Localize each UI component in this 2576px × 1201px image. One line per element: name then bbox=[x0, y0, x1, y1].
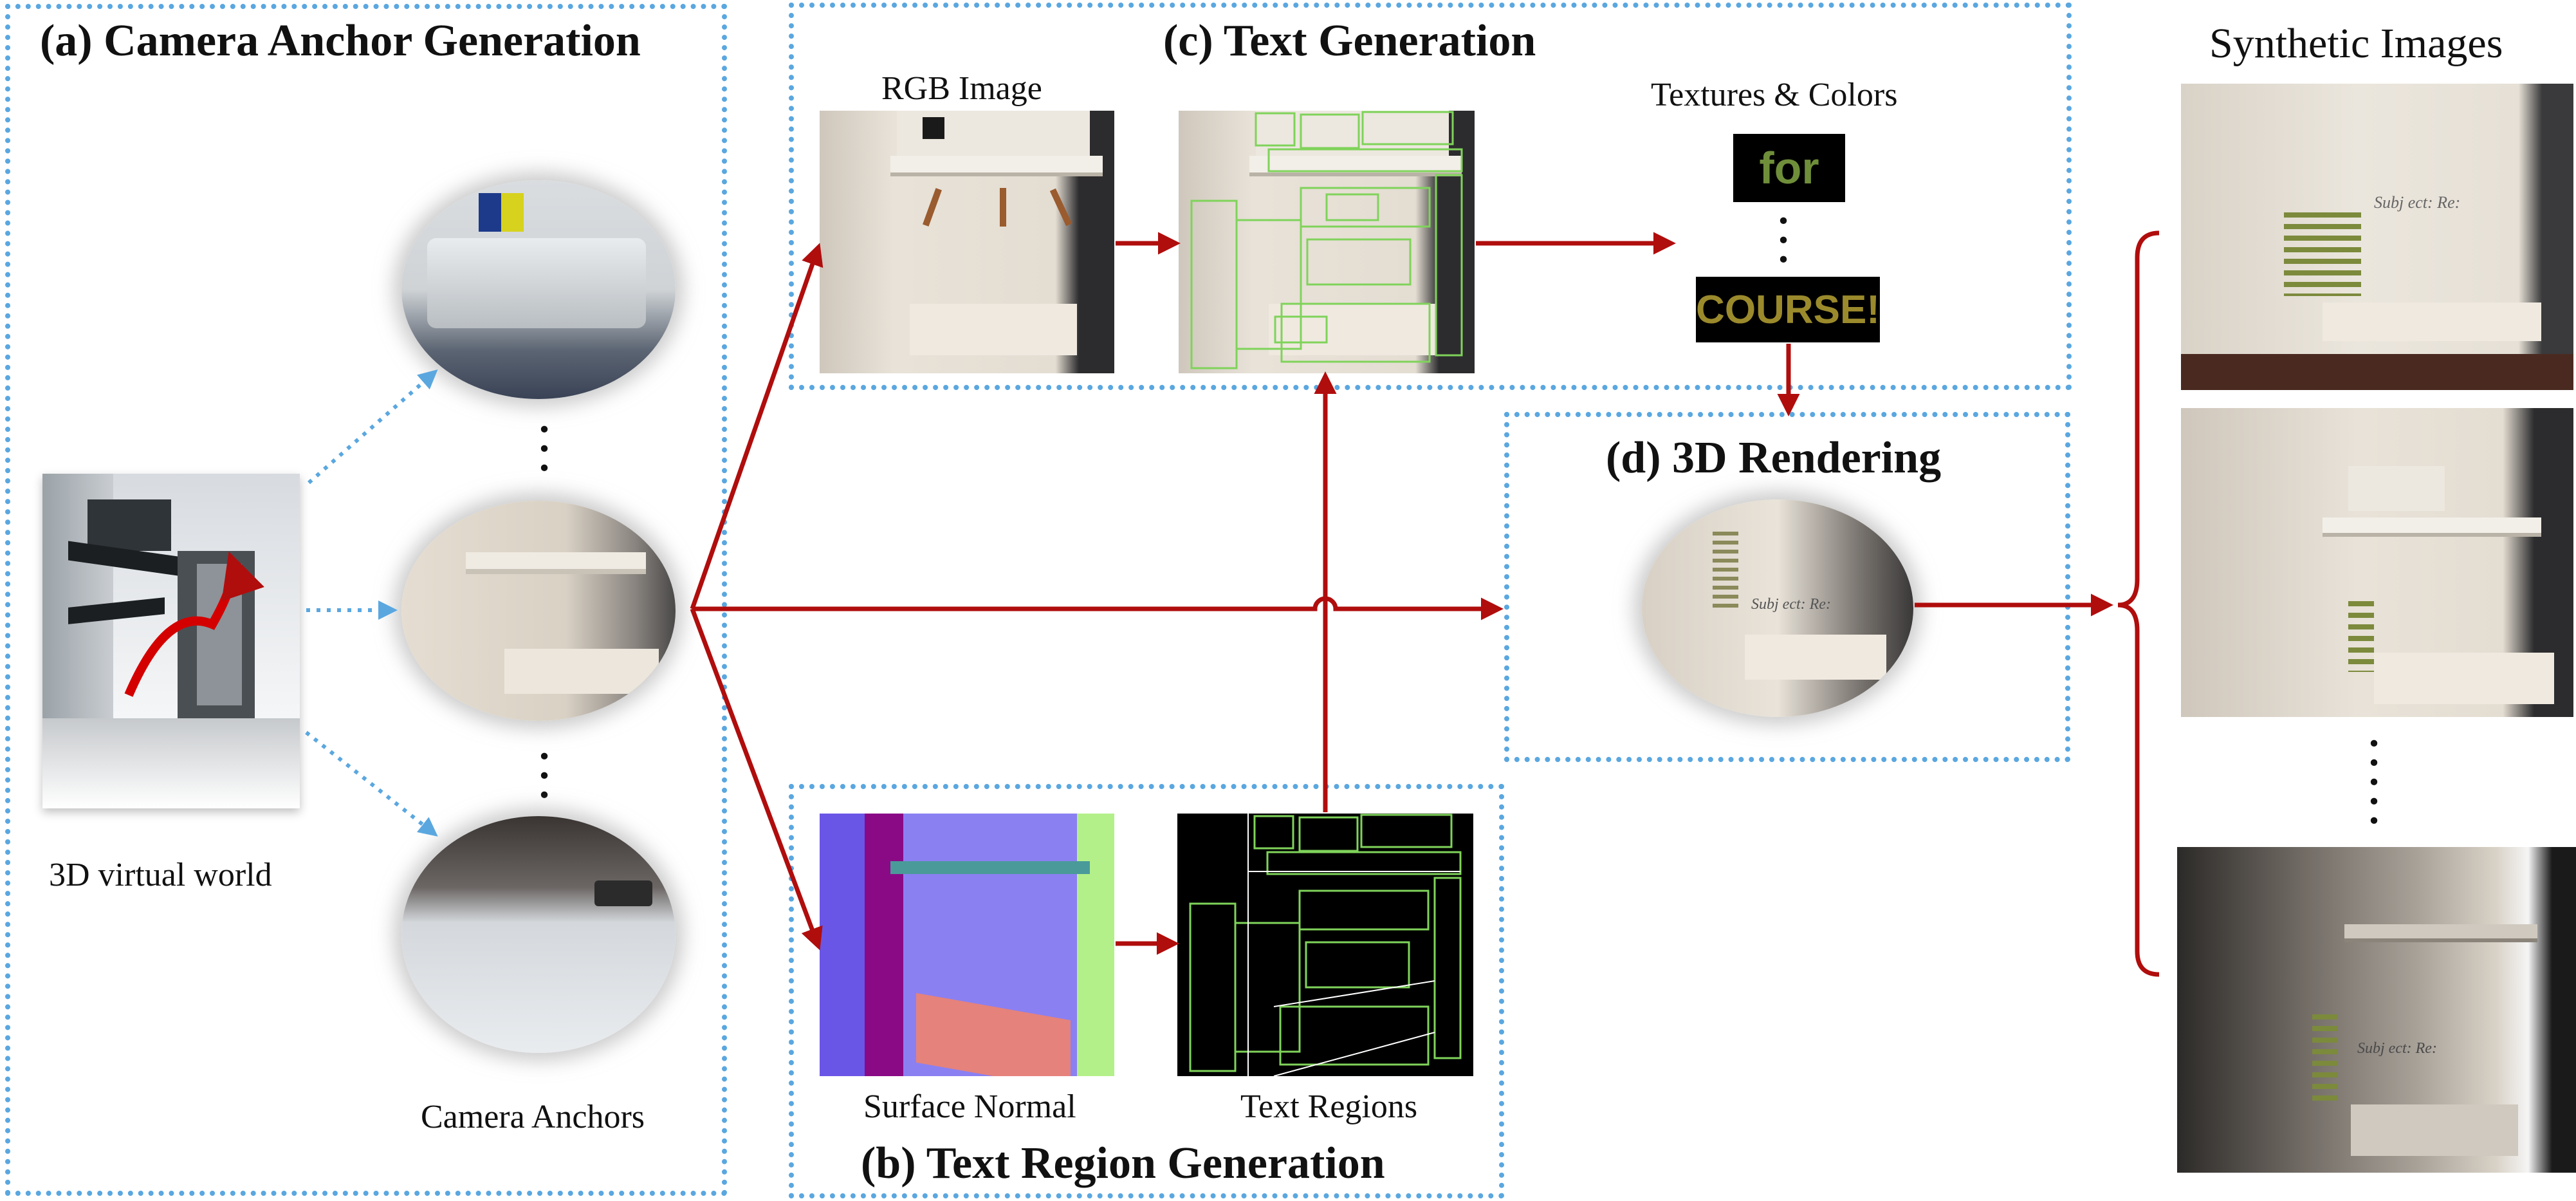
rendered-view: Subj ect: Re: bbox=[1642, 499, 1913, 717]
panel-c-title: (c) Text Generation bbox=[1163, 16, 1536, 66]
text-regions-label: Text Regions bbox=[1240, 1088, 1418, 1125]
rgb-image bbox=[820, 111, 1114, 373]
camera-anchor-closet bbox=[401, 501, 676, 721]
panel-a-box bbox=[5, 4, 727, 1196]
camera-anchor-kitchen bbox=[401, 816, 676, 1053]
texture-sample-for: for bbox=[1733, 134, 1845, 202]
dotted-arrow-lower bbox=[305, 731, 438, 837]
synthetic-images-label: Synthetic Images bbox=[2209, 20, 2503, 67]
surface-normal-image bbox=[820, 814, 1114, 1076]
virtual-world-label: 3D virtual world bbox=[49, 857, 272, 893]
texture-sample-course: COURSE! bbox=[1696, 277, 1880, 342]
textures-colors-label: Textures & Colors bbox=[1651, 77, 1898, 113]
candidate-regions-overlay bbox=[1190, 111, 1463, 369]
panel-d-title: (d) 3D Rendering bbox=[1606, 433, 1942, 483]
camera-path-arrow bbox=[124, 551, 264, 697]
synthetic-image-3: Subj ect: Re: bbox=[2177, 847, 2576, 1173]
arrow-to-normal bbox=[690, 608, 823, 951]
panel-b-title: (b) Text Region Generation bbox=[861, 1139, 1385, 1188]
panel-b-box bbox=[789, 784, 1504, 1198]
virtual-world-image bbox=[42, 474, 300, 808]
rgb-with-regions-image bbox=[1179, 111, 1475, 373]
panel-a-title: (a) Camera Anchor Generation bbox=[40, 16, 641, 66]
camera-anchor-sofa bbox=[401, 180, 676, 399]
arrow-to-rendering bbox=[692, 596, 1504, 620]
synthetic-image-1: Subj ect: Re: bbox=[2181, 84, 2573, 390]
text-regions-image bbox=[1177, 814, 1473, 1076]
dotted-arrow-upper bbox=[308, 369, 438, 485]
panel-c-box bbox=[789, 3, 2072, 390]
synthetic-image-2 bbox=[2181, 408, 2573, 717]
rgb-image-label: RGB Image bbox=[881, 70, 1042, 107]
surface-normal-label: Surface Normal bbox=[863, 1088, 1076, 1125]
arrow-to-rgb bbox=[690, 243, 823, 610]
text-regions-overlay bbox=[1189, 814, 1462, 1076]
output-brace bbox=[2117, 230, 2160, 977]
camera-anchors-label: Camera Anchors bbox=[421, 1099, 645, 1135]
